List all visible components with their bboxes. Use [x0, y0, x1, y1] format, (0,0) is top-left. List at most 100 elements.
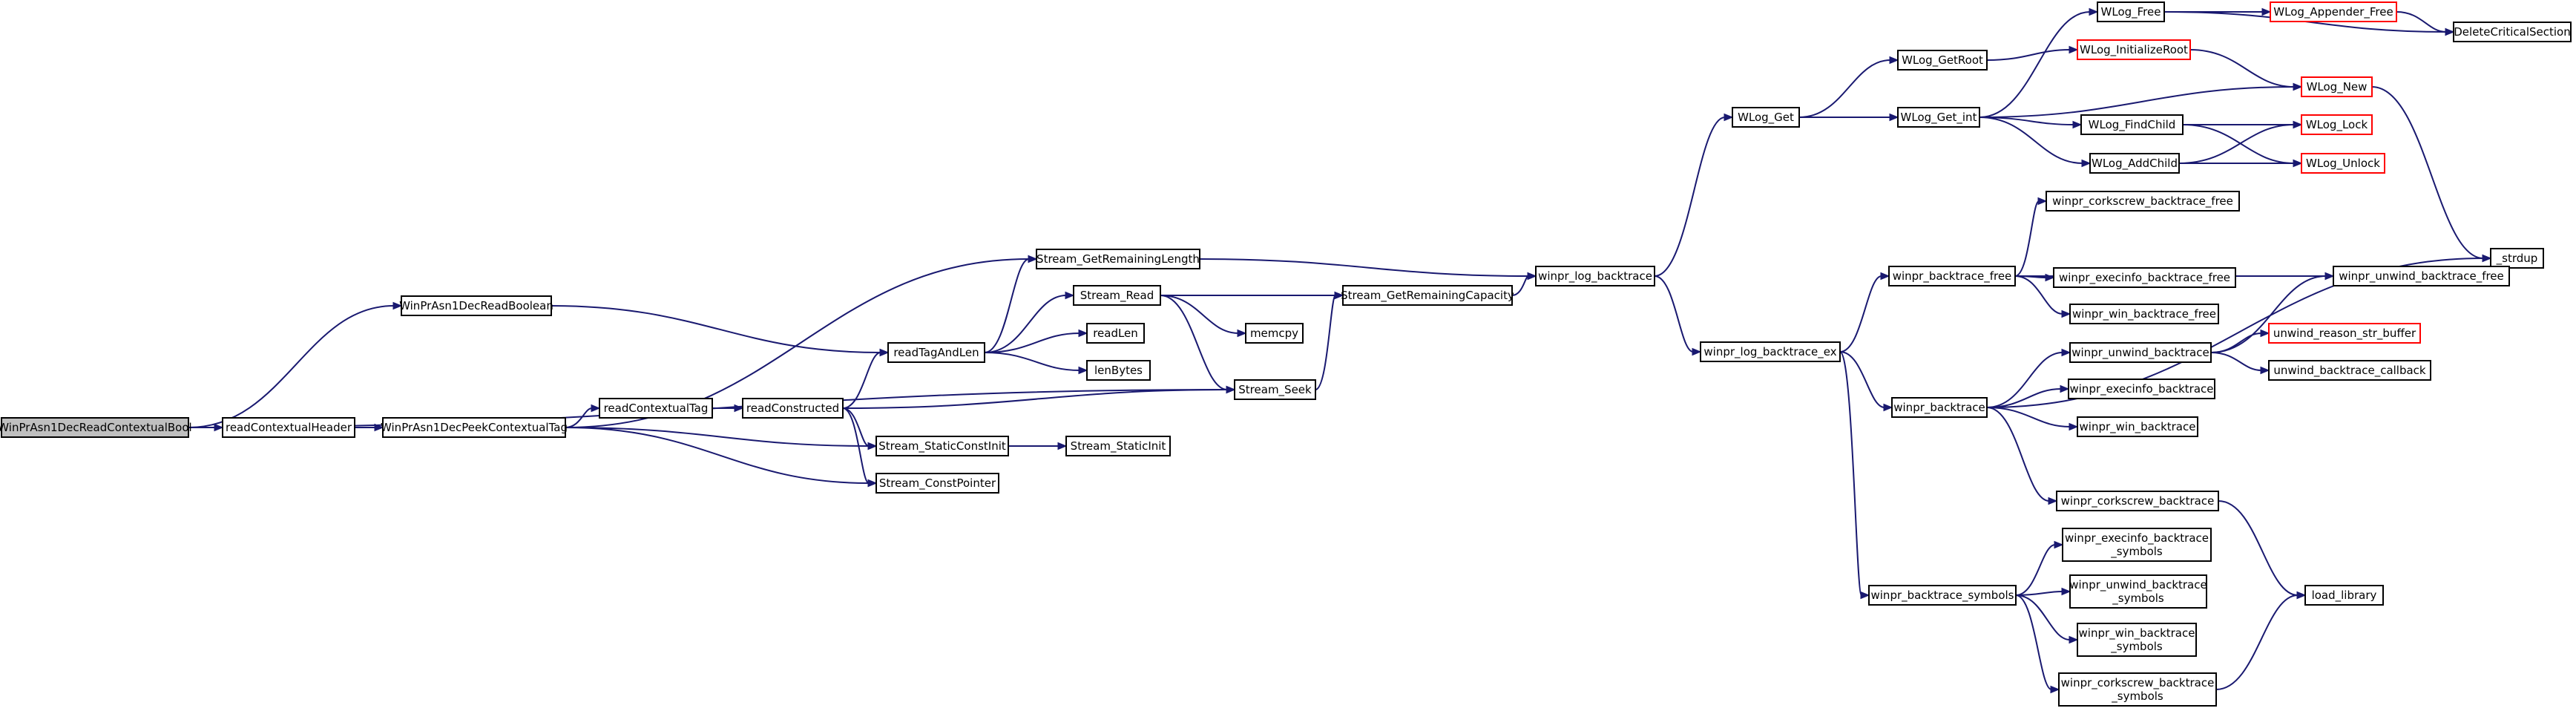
edge-readTagAndLen-to-Stream_GetRemainingLength [984, 255, 1038, 353]
edge-WLog_Get-to-WLog_GetRoot [1798, 56, 1899, 118]
node-WinPrAsn1DecReadBoolean[interactable]: WinPrAsn1DecReadBoolean [399, 295, 553, 316]
node-root[interactable]: WinPrAsn1DecReadContextualBool [0, 417, 192, 438]
node-box [875, 473, 999, 494]
node-readLen[interactable]: readLen [1086, 323, 1145, 344]
node-winpr_execinfo_backtrace[interactable]: winpr_execinfo_backtrace [2068, 379, 2215, 399]
node-label: winpr_unwind_backtrace_symbols [2069, 578, 2207, 606]
node-winpr_unwind_backtrace_symbols[interactable]: winpr_unwind_backtrace_symbols [2069, 574, 2207, 609]
edge-winpr_backtrace_free-to-winpr_corkscrew_backtrace_free [2014, 197, 2048, 277]
node-winpr_win_backtrace[interactable]: winpr_win_backtrace [2077, 416, 2198, 437]
edge-line [1839, 351, 1885, 408]
node-readContextualHeader[interactable]: readContextualHeader [222, 417, 355, 438]
node-box [1868, 585, 2017, 606]
node-WLog_GetRoot[interactable]: WLog_GetRoot [1897, 50, 1988, 71]
node-box [222, 417, 355, 438]
node-winpr_backtrace_symbols[interactable]: winpr_backtrace_symbols [1868, 585, 2017, 606]
node-Stream_StaticInit[interactable]: Stream_StaticInit [1065, 436, 1171, 456]
node-winpr_win_backtrace_free[interactable]: winpr_win_backtrace_free [2069, 304, 2219, 324]
edge-winpr_log_backtrace-to-winpr_log_backtrace_ex [1654, 275, 1702, 356]
node-label: WLog_New [2307, 80, 2368, 94]
node-winpr_unwind_backtrace[interactable]: winpr_unwind_backtrace [2069, 342, 2212, 363]
node-winpr_log_backtrace[interactable]: winpr_log_backtrace [1535, 266, 1655, 286]
node-WLog_Free[interactable]: WLog_Free [2097, 1, 2165, 22]
node-WinPrAsn1DecPeekContextualTag[interactable]: WinPrAsn1DecPeekContextualTag [381, 417, 568, 438]
node-Stream_StaticConstInit[interactable]: Stream_StaticConstInit [875, 436, 1009, 456]
node-box [1732, 107, 1800, 128]
node-box [1245, 323, 1304, 344]
node-load_library[interactable]: load_library [2304, 585, 2384, 606]
edge-line [842, 389, 1228, 409]
node-readConstructed[interactable]: readConstructed [742, 398, 844, 419]
edge-arrowhead [2054, 540, 2064, 549]
node-winpr_execinfo_backtrace_free[interactable]: winpr_execinfo_backtrace_free [2053, 267, 2236, 288]
node-winpr_backtrace[interactable]: winpr_backtrace [1891, 397, 1988, 418]
edge-arrowhead [2048, 497, 2058, 505]
node-box [1073, 285, 1161, 306]
node-Stream_GetRemainingLength[interactable]: Stream_GetRemainingLength [1036, 249, 1200, 269]
node-label: WinPrAsn1DecReadBoolean [399, 299, 553, 312]
node-DeleteCriticalSection[interactable]: DeleteCriticalSection [2453, 22, 2572, 42]
node-box [2304, 585, 2384, 606]
node-Stream_Seek[interactable]: Stream_Seek [1234, 379, 1316, 400]
node-winpr_corkscrew_backtrace_symbols[interactable]: winpr_corkscrew_backtrace_symbols [2058, 672, 2217, 707]
node-box [1342, 285, 1513, 306]
edge-winpr_log_backtrace_ex-to-winpr_backtrace_free [1839, 272, 1890, 353]
node-label: WLog_Get [1738, 111, 1794, 125]
edge-line [2210, 332, 2262, 353]
node-Stream_ConstPointer[interactable]: Stream_ConstPointer [875, 473, 999, 494]
edge-line [2015, 594, 2071, 640]
edge-winpr_backtrace_symbols-to-winpr_unwind_backtrace_symbols [2015, 587, 2071, 596]
node-winpr_corkscrew_backtrace_free[interactable]: winpr_corkscrew_backtrace_free [2046, 191, 2240, 212]
node-label: readContextualTag [604, 402, 709, 415]
node-label: winpr_corkscrew_backtrace [2061, 494, 2215, 508]
node-unwind_backtrace_callback[interactable]: unwind_backtrace_callback [2268, 360, 2431, 381]
node-WLog_Appender_Free[interactable]: WLog_Appender_Free [2270, 1, 2397, 22]
node-box [2301, 76, 2373, 97]
edge-arrowhead [1028, 255, 1038, 263]
node-box [1086, 323, 1145, 344]
node-box [2069, 304, 2219, 324]
node-box [2058, 672, 2217, 707]
node-box [2089, 153, 2180, 174]
node-label: Stream_StaticConstInit [878, 439, 1006, 453]
node-winpr_unwind_backtrace_free[interactable]: winpr_unwind_backtrace_free [2333, 266, 2510, 286]
node-WLog_AddChild[interactable]: WLog_AddChild [2089, 153, 2180, 174]
edge-arrowhead [1880, 272, 1890, 281]
node-readTagAndLen[interactable]: readTagAndLen [887, 342, 985, 363]
node-WLog_Get[interactable]: WLog_Get [1732, 107, 1800, 128]
edge-arrowhead [1057, 442, 1068, 450]
node-memcpy[interactable]: memcpy [1245, 323, 1304, 344]
node-winpr_log_backtrace_ex[interactable]: winpr_log_backtrace_ex [1700, 341, 1841, 362]
edge-winpr_backtrace-to-winpr_unwind_backtrace [1986, 348, 2071, 408]
edge-arrowhead [867, 442, 878, 450]
node-label: Stream_ConstPointer [879, 476, 996, 491]
node-lenBytes[interactable]: lenBytes [1086, 360, 1151, 381]
node-label: winpr_win_backtrace_free [2072, 307, 2216, 321]
node-box [2056, 491, 2219, 511]
node-readContextualTag[interactable]: readContextualTag [599, 398, 713, 419]
node-Stream_Read[interactable]: Stream_Read [1073, 285, 1161, 306]
node-winpr_win_backtrace_symbols[interactable]: winpr_win_backtrace_symbols [2077, 623, 2197, 657]
node-winpr_corkscrew_backtrace[interactable]: winpr_corkscrew_backtrace [2056, 491, 2219, 511]
edge-arrowhead [1692, 347, 1702, 356]
node-WLog_Get_int[interactable]: WLog_Get_int [1897, 107, 1980, 128]
node-box [2069, 342, 2212, 363]
edge-line [1979, 86, 2295, 118]
node-label: WLog_Appender_Free [2273, 5, 2393, 19]
edge-readConstructed-to-readTagAndLen [842, 348, 890, 409]
node-label: Stream_StaticInit [1071, 439, 1166, 453]
edge-line [2178, 124, 2295, 164]
node-WLog_Unlock[interactable]: WLog_Unlock [2301, 153, 2385, 174]
node-box [1891, 397, 1988, 418]
node-WLog_New[interactable]: WLog_New [2301, 76, 2373, 97]
node-Stream_GetRemainingCapacity[interactable]: Stream_GetRemainingCapacity [1341, 285, 1514, 306]
node-winpr_execinfo_backtrace_symbols[interactable]: winpr_execinfo_backtrace_symbols [2062, 528, 2212, 562]
node-WLog_Lock[interactable]: WLog_Lock [2301, 114, 2373, 135]
edge-arrowhead [374, 423, 384, 432]
node-winpr_backtrace_free[interactable]: winpr_backtrace_free [1888, 266, 2016, 286]
node-WLog_FindChild[interactable]: WLog_FindChild [2080, 114, 2184, 135]
node-unwind_reason_str_buffer[interactable]: unwind_reason_str_buffer [2268, 323, 2421, 344]
node-WLog_InitializeRoot[interactable]: WLog_InitializeRoot [2077, 39, 2191, 60]
node-_strdup[interactable]: _strdup [2490, 248, 2544, 269]
